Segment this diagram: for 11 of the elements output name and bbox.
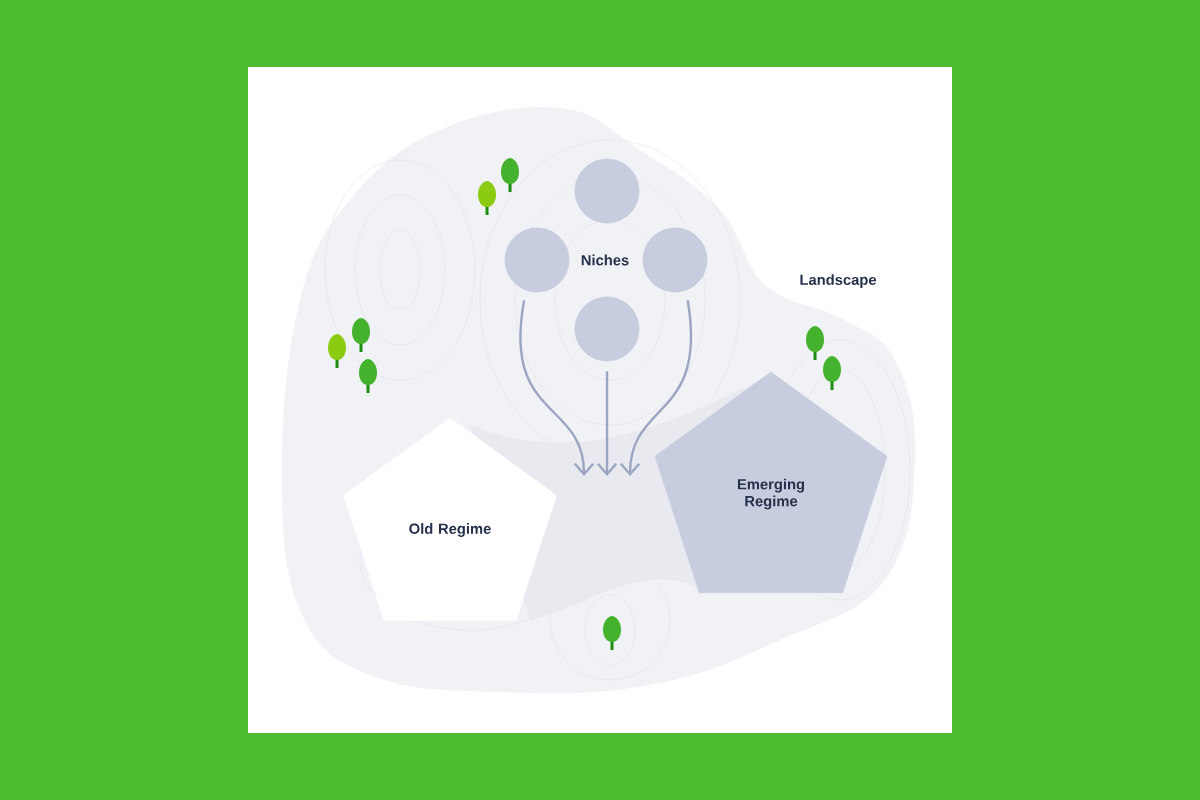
niche-circle [504,227,570,293]
niche-circle [574,296,640,362]
niches-label: Niches [581,254,629,266]
landscape-label: Landscape [800,274,877,288]
niche-circle [574,158,640,224]
regime-pentagon: Old Regime [343,417,557,621]
arrow [619,300,692,476]
arrow [519,300,595,476]
regime-pentagon: Emerging Regime [654,371,888,593]
niche-circle [642,227,708,293]
arrow [596,371,618,476]
